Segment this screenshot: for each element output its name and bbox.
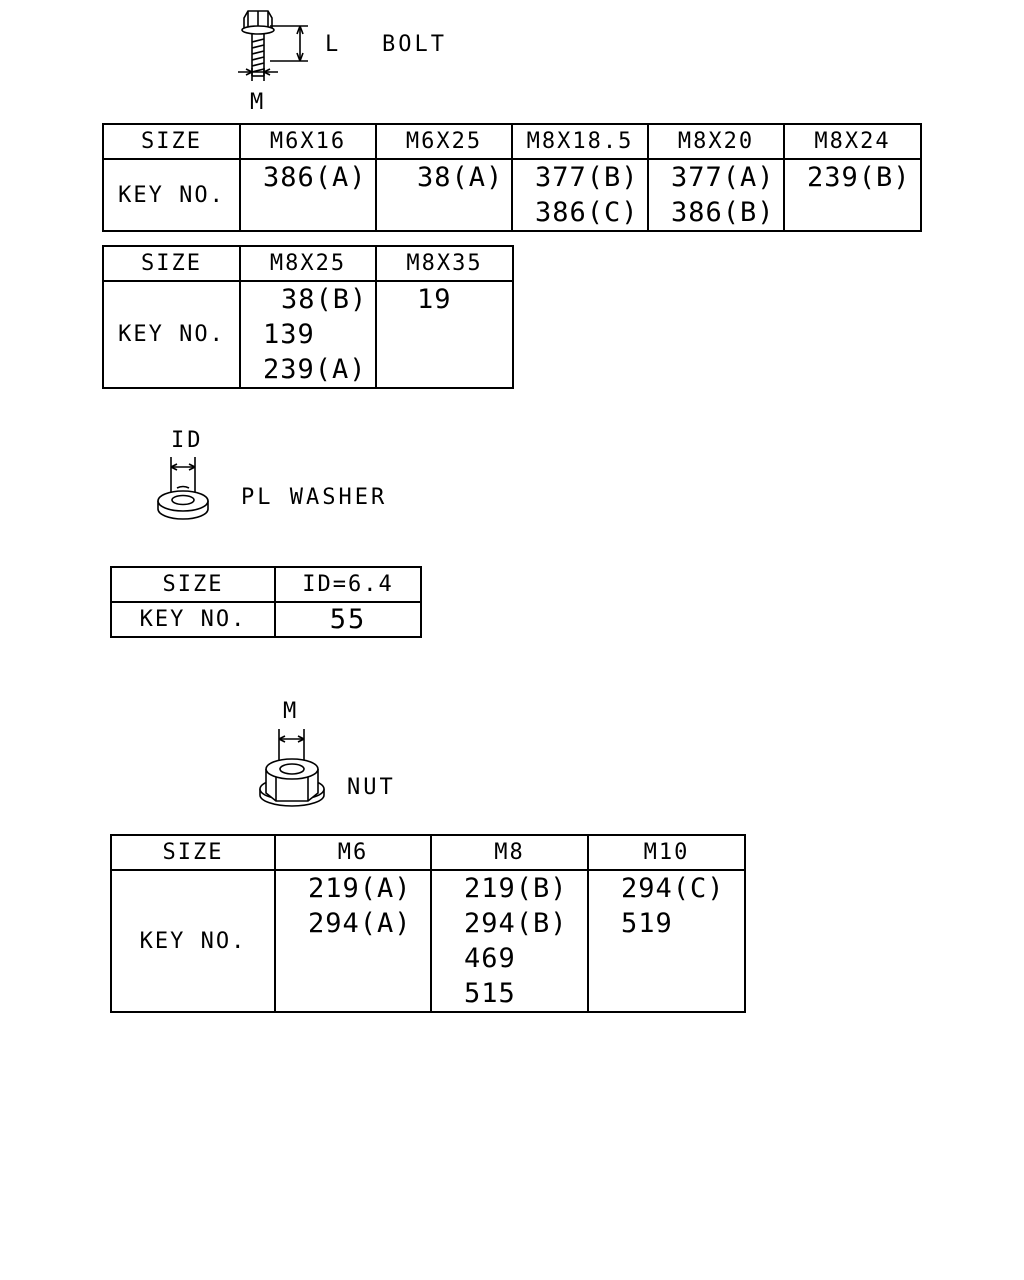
key-cell: 377(A) 386(B) (647, 158, 785, 232)
key-value: 386(C) (535, 197, 639, 228)
size-cell: M8X35 (375, 245, 514, 282)
key-cell: 38(B) 139 239(A) (239, 280, 377, 389)
key-no-header: KEY NO. (102, 280, 241, 389)
key-row: KEY NO. 386(A) 38(A) 377(B) 386(C) 377(A)… (102, 158, 922, 232)
size-row: SIZE M6X16 M6X25 M8X18.5 M8X20 M8X24 (102, 123, 922, 160)
key-value: 19 (417, 284, 452, 315)
key-row: KEY NO. 55 (110, 601, 422, 638)
size-cell: M8X20 (647, 123, 785, 160)
key-cell: 19 (375, 280, 514, 389)
size-cell: M8 (430, 834, 589, 871)
key-value: 139 (263, 319, 315, 350)
size-header: SIZE (110, 834, 276, 871)
size-cell: ID=6.4 (274, 566, 422, 603)
size-cell: M8X24 (783, 123, 922, 160)
washer-size-table: SIZE ID=6.4 KEY NO. 55 (110, 566, 422, 638)
key-value: 386(B) (671, 197, 775, 228)
size-cell: M6X16 (239, 123, 377, 160)
size-header: SIZE (110, 566, 276, 603)
size-header: SIZE (102, 123, 241, 160)
key-cell: 219(B) 294(B) 469 515 (430, 869, 589, 1013)
size-row: SIZE M8X25 M8X35 (102, 245, 514, 282)
key-value: 55 (329, 603, 367, 635)
key-no-header: KEY NO. (110, 601, 276, 638)
size-cell: M8X25 (239, 245, 377, 282)
key-value: 38(A) (417, 162, 504, 193)
key-value: 219(A) (308, 873, 412, 904)
size-row: SIZE ID=6.4 (110, 566, 422, 603)
key-value: 38(B) (281, 284, 368, 315)
bolt-icon (238, 10, 308, 81)
nut-size-table: SIZE M6 M8 M10 KEY NO. 219(A) 294(A) 219… (110, 834, 746, 1013)
key-value: 294(A) (308, 908, 412, 939)
size-header: SIZE (102, 245, 241, 282)
nut-icon (259, 729, 325, 807)
nut-thread-dimension-label: M (283, 699, 300, 724)
size-cell: M8X18.5 (511, 123, 649, 160)
key-value: 377(A) (671, 162, 775, 193)
bolt-thread-dimension-label: M (250, 90, 267, 115)
key-value: 519 (621, 908, 673, 939)
key-cell: 38(A) (375, 158, 513, 232)
key-cell: 219(A) 294(A) (274, 869, 432, 1013)
key-cell: 377(B) 386(C) (511, 158, 649, 232)
size-row: SIZE M6 M8 M10 (110, 834, 746, 871)
key-no-header: KEY NO. (110, 869, 276, 1013)
bolt-size-table-2: SIZE M8X25 M8X35 KEY NO. 38(B) 139 239(A… (102, 245, 514, 389)
key-value: 219(B) (464, 873, 568, 904)
size-cell: M10 (587, 834, 746, 871)
key-cell: 55 (274, 601, 422, 638)
washer-id-dimension-label: ID (171, 428, 204, 453)
key-no-header: KEY NO. (102, 158, 241, 232)
bolt-size-table-1: SIZE M6X16 M6X25 M8X18.5 M8X20 M8X24 KEY… (102, 123, 922, 232)
nut-title: NUT (347, 775, 396, 800)
key-value: 239(B) (807, 162, 911, 193)
key-row: KEY NO. 38(B) 139 239(A) 19 (102, 280, 514, 389)
washer-title: PL WASHER (241, 485, 388, 510)
key-value: 469 (464, 943, 516, 974)
key-value: 377(B) (535, 162, 639, 193)
bolt-title: BOLT (382, 32, 447, 57)
key-value: 294(C) (621, 873, 725, 904)
size-cell: M6 (274, 834, 432, 871)
size-cell: M6X25 (375, 123, 513, 160)
washer-icon (157, 457, 209, 520)
bolt-length-dimension-label: L (325, 32, 342, 57)
key-value: 294(B) (464, 908, 568, 939)
key-value: 239(A) (263, 354, 367, 385)
key-row: KEY NO. 219(A) 294(A) 219(B) 294(B) 469 … (110, 869, 746, 1013)
key-cell: 294(C) 519 (587, 869, 746, 1013)
key-cell: 239(B) (783, 158, 922, 232)
key-value: 386(A) (263, 162, 367, 193)
key-value: 515 (464, 978, 516, 1009)
key-cell: 386(A) (239, 158, 377, 232)
